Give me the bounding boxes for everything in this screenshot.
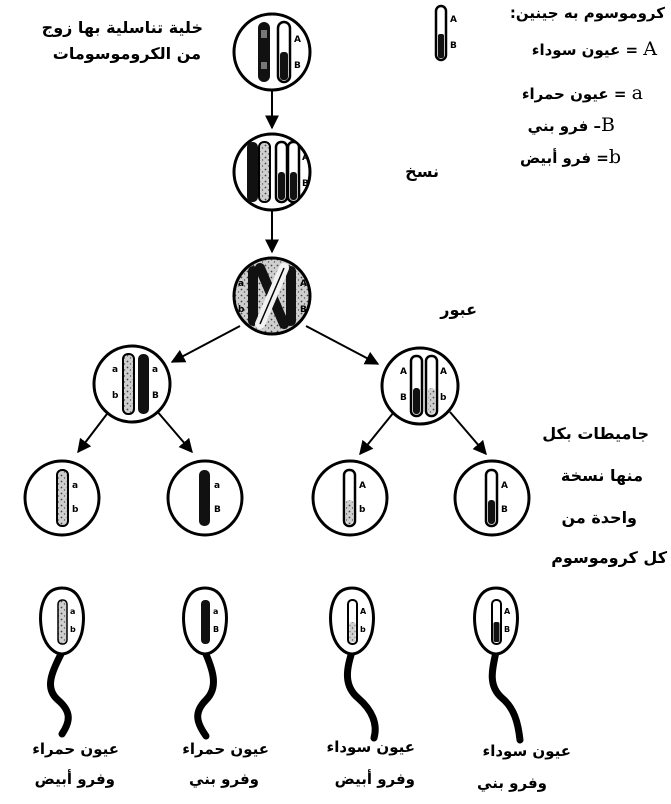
crossing-over-label: عبور (440, 300, 477, 319)
legend-chromosome-icon: A B (434, 4, 457, 62)
crossing-letter-B: B (300, 305, 307, 315)
arrows (77, 90, 487, 456)
gamete-2-letter-a: a (214, 481, 220, 491)
crossing-letter-A: A (300, 279, 307, 289)
replication-label: نسخ (405, 162, 439, 181)
sperm-2-caption-line-1: عيون حمراء (182, 740, 269, 758)
left-letter-a-2: a (152, 365, 158, 375)
right-letter-A-2: A (440, 367, 447, 377)
legend-gene-b: b (608, 146, 621, 168)
sperm-2-caption-line-2: وفرو بني (189, 770, 259, 788)
gamete-4-letter-A: A (501, 481, 508, 491)
gamete-cell-1: a b (23, 459, 101, 537)
left-letter-a-1: a (112, 365, 118, 375)
sperm-1-letter-a: a (70, 607, 75, 616)
right-letter-B: B (400, 393, 407, 403)
legend-sep-a: = (608, 85, 632, 103)
legend-title: كروموسوم به جينين: (509, 4, 665, 22)
legend-trait-B: فرو بني (527, 117, 589, 135)
sperm-3-caption-line-1: عيون سوداء (326, 738, 415, 756)
gamete-cell-3: A b (311, 459, 389, 537)
replicated-letter-B: B (302, 179, 309, 189)
gamete-3-letter-A: A (359, 481, 366, 491)
sperm-3-letter-A: A (360, 607, 367, 616)
sperm-4: A B (473, 586, 524, 744)
legend-sep-B: – (588, 117, 602, 135)
crossing-letter-b: b (238, 305, 245, 315)
crossing-letter-a: a (238, 279, 244, 289)
sperm-1: a b (39, 586, 85, 738)
legend-trait-A: عيون سوداء (531, 41, 621, 59)
legend-gene-B: B (601, 114, 615, 136)
sperm-4-caption-line-2: وفرو بني (477, 774, 547, 792)
arrow-left-to-gamete-1 (77, 409, 111, 454)
replicated-cell: A B (232, 132, 312, 212)
legend-item-b: b= فرو أبيض (520, 146, 621, 168)
sperm-1-caption-line-2: وفرو أبيض (34, 770, 115, 788)
sperm-4-letter-A: A (504, 607, 511, 616)
left-letter-b: b (112, 391, 119, 401)
left-daughter-cell: a b a B (92, 344, 172, 424)
parent-letter-B: B (294, 61, 301, 71)
legend-sep-A: = (620, 41, 644, 59)
left-letter-B: B (152, 391, 159, 401)
germ-cell-label-line-1: خلية تناسلية بها زوج (41, 18, 203, 37)
arrow-crossing-to-right (305, 325, 380, 365)
gametes-label-line-2: منها نسخة (560, 466, 643, 485)
right-letter-b: b (440, 393, 447, 403)
right-daughter-cell: A B A b (380, 346, 460, 426)
gamete-1-letter-b: b (72, 505, 79, 515)
legend-trait-b: فرو أبيض (519, 149, 592, 167)
germ-cell-label-line-2: من الكروموسومات (52, 44, 201, 63)
gametes-label-line-3: واحدة من (561, 508, 637, 527)
legend-item-a: a = عيون حمراء (522, 82, 643, 104)
sperm-3-letter-b: b (360, 625, 366, 634)
parent-cell: A B (232, 12, 312, 92)
sperm-4-caption-line-1: عيون سوداء (482, 742, 571, 760)
crossing-cell: a b A B (232, 256, 312, 336)
sperm-1-letter-b: b (70, 625, 76, 634)
legend-gene-A: A (643, 38, 657, 60)
arrow-right-to-gamete-4 (449, 411, 487, 456)
sperm-1-caption-line-1: عيون حمراء (32, 740, 119, 758)
legend-sep-b: = (591, 149, 609, 167)
gamete-cell-2: a B (166, 459, 244, 537)
legend-item-A: A = عيون سوداء (532, 38, 657, 60)
right-letter-A-1: A (400, 367, 407, 377)
gametes-label-line-1: جاميطات بكل (542, 424, 649, 443)
sperm-3: A b (329, 586, 379, 742)
legend-trait-a: عيون حمراء (521, 85, 609, 103)
legend-gene-a: a (631, 82, 643, 104)
gamete-1-letter-a: a (72, 481, 78, 491)
legend-item-B: B– فرو بني (528, 114, 615, 136)
gamete-cell-4: A B (453, 459, 531, 537)
sperm-2-letter-B: B (213, 625, 219, 634)
sperm-2-letter-a: a (213, 607, 218, 616)
gametes-label-line-4: كل كروموسوم (551, 548, 667, 567)
arrow-crossing-to-left (170, 325, 241, 363)
gamete-2-letter-B: B (214, 505, 221, 515)
parent-letter-A: A (294, 35, 301, 45)
gamete-3-letter-b: b (359, 505, 366, 515)
arrow-left-to-gamete-2 (155, 409, 193, 454)
legend-icon-letter-A: A (450, 15, 457, 25)
legend-icon-letter-B: B (450, 41, 457, 51)
sperm-3-caption-line-2: وفرو أبيض (334, 770, 415, 788)
replicated-letter-A: A (302, 153, 309, 163)
arrow-right-to-gamete-3 (359, 411, 395, 456)
sperm-4-letter-B: B (504, 625, 510, 634)
gamete-4-letter-B: B (501, 505, 508, 515)
sperm-2: a B (182, 586, 228, 740)
